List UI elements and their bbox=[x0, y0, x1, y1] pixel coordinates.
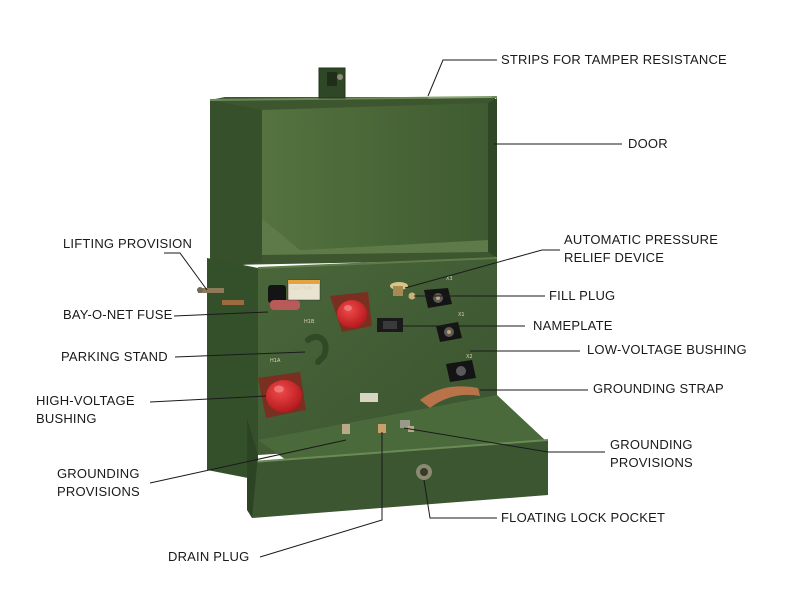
tamper-strip bbox=[427, 96, 493, 99]
label-strips-tamper: STRIPS FOR TAMPER RESISTANCE bbox=[501, 52, 727, 67]
label-floating-lock-pocket: FLOATING LOCK POCKET bbox=[501, 510, 666, 525]
label-fill-plug: FILL PLUG bbox=[549, 288, 616, 303]
door-left-wall bbox=[210, 100, 262, 270]
leader-hv-bushing bbox=[149, 395, 267, 403]
leader-pressure-relief bbox=[404, 249, 560, 289]
svg-text:CAUTION: CAUTION bbox=[290, 286, 313, 292]
label-grounding-right-line2: PROVISIONS bbox=[610, 455, 693, 470]
label-drain-plug: DRAIN PLUG bbox=[168, 549, 250, 564]
terminal-mark-h1b: H1B bbox=[304, 319, 315, 325]
label-grounding-left-line1: GROUNDING bbox=[57, 466, 140, 481]
fill-plug bbox=[408, 292, 416, 300]
tank-top-seam bbox=[257, 257, 498, 269]
leader-grounding-left bbox=[149, 439, 347, 484]
door-right-wall bbox=[488, 98, 497, 258]
pressure-relief-valve bbox=[390, 282, 408, 296]
label-bay-o-net-fuse: BAY-O-NET FUSE bbox=[63, 307, 173, 322]
label-low-voltage-bushing: LOW-VOLTAGE BUSHING bbox=[587, 342, 747, 357]
label-parking-stand: PARKING STAND bbox=[61, 349, 168, 364]
terminal-mark-x1: X1 bbox=[458, 312, 465, 318]
label-grounding-strap: GROUNDING STRAP bbox=[593, 381, 724, 396]
floating-lock-pocket bbox=[416, 464, 432, 480]
lv-bushing-x2 bbox=[446, 360, 476, 382]
warning-plate bbox=[360, 393, 378, 402]
leader-parking bbox=[174, 351, 306, 358]
lifting-provision bbox=[197, 287, 244, 305]
nameplate bbox=[377, 318, 403, 332]
leader-strips bbox=[427, 59, 497, 97]
hv-bushing-lower bbox=[258, 372, 306, 418]
label-pressure-relief-line2: RELIEF DEVICE bbox=[564, 250, 665, 265]
door-inner-bottom bbox=[262, 218, 488, 255]
terminal-mark-x3: X3 bbox=[446, 276, 453, 282]
leader-bayonet bbox=[173, 311, 269, 317]
label-pressure-relief-line1: AUTOMATIC PRESSURE bbox=[564, 232, 719, 247]
sill-left-side bbox=[247, 418, 258, 518]
label-grounding-right-line1: GROUNDING bbox=[610, 437, 693, 452]
cabinet: CAUTION H1B X3 X1 bbox=[197, 67, 549, 518]
sill-top bbox=[258, 395, 545, 470]
tank-left-side bbox=[207, 258, 258, 480]
grounding-strap bbox=[420, 386, 480, 408]
lv-bushing-x1 bbox=[436, 322, 462, 342]
label-high-voltage-line1: HIGH-VOLTAGE bbox=[36, 393, 135, 408]
leader-grounding-right bbox=[403, 427, 605, 453]
door-inner-panel bbox=[262, 103, 488, 250]
tank-front bbox=[258, 258, 497, 455]
label-door: DOOR bbox=[628, 136, 668, 151]
lv-bushing-x3 bbox=[424, 288, 452, 308]
leader-drain-plug bbox=[259, 432, 383, 558]
leader-lifting bbox=[164, 252, 208, 291]
terminal-mark-x2: X2 bbox=[466, 354, 473, 360]
label-nameplate: NAMEPLATE bbox=[533, 318, 613, 333]
leader-floating-lock bbox=[423, 479, 497, 519]
terminal-mark-h1a: H1A bbox=[270, 358, 281, 364]
label-grounding-left-line2: PROVISIONS bbox=[57, 484, 140, 499]
label-lifting-provision: LIFTING PROVISION bbox=[63, 236, 193, 251]
label-high-voltage-line2: BUSHING bbox=[36, 411, 97, 426]
parking-stand bbox=[305, 333, 329, 365]
leader-lines bbox=[149, 59, 622, 558]
padlock-hasp bbox=[318, 67, 346, 99]
bay-o-net-fuse: CAUTION bbox=[268, 279, 321, 310]
hv-bushing-upper bbox=[330, 292, 372, 332]
sill-front bbox=[252, 440, 548, 518]
